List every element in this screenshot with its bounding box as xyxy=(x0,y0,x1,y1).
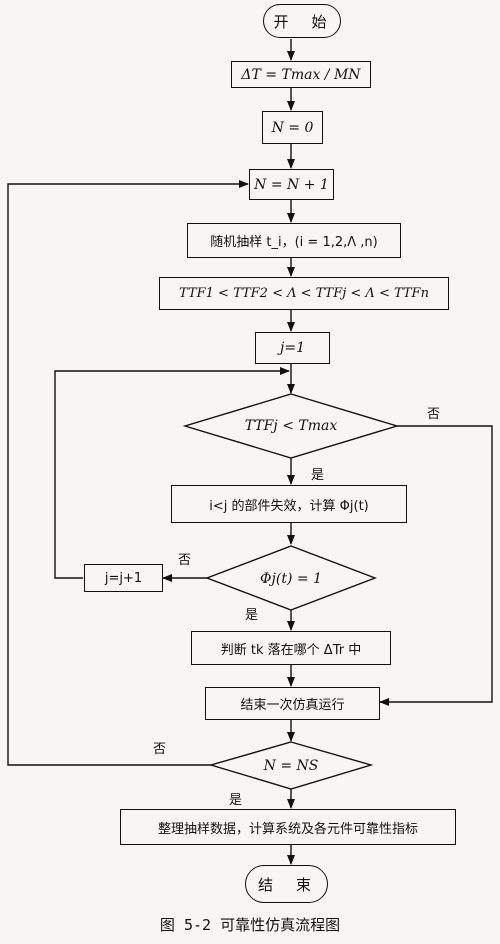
failure-box: i<j 的部件失效，计算 Φj(t) xyxy=(171,485,407,523)
ns-condition-label: N = NS xyxy=(263,758,319,774)
phi-condition-label: Φj(t) = 1 xyxy=(260,571,322,587)
diamond-phi-shape xyxy=(205,545,377,611)
yes-label-phi: 是 xyxy=(245,608,259,623)
failure-label: i<j 的部件失效，计算 Φj(t) xyxy=(209,498,369,514)
arrow-jinc-loop xyxy=(54,367,290,579)
j-init-label: j=1 xyxy=(280,340,305,356)
yes-label-ns: 是 xyxy=(229,793,243,808)
n-zero-label: N = 0 xyxy=(271,119,314,136)
diamond-ns-shape xyxy=(208,741,374,790)
ttf-condition-label: TTFj < Tmax xyxy=(244,418,338,434)
end-label: 结 束 xyxy=(257,875,315,894)
organize-box: 整理抽样数据，计算系统及各元件可靠性指标 xyxy=(120,809,456,845)
organize-label: 整理抽样数据，计算系统及各元件可靠性指标 xyxy=(157,821,418,837)
judge-label: 判断 tk 落在哪个 ΔTr 中 xyxy=(220,642,362,658)
end-terminal: 结 束 xyxy=(245,865,328,903)
n-increment-box: N = N + 1 xyxy=(249,169,334,200)
ttf-condition: TTFj < Tmax xyxy=(215,412,367,440)
arrow-cond-ns-no xyxy=(7,180,249,766)
figure-caption: 图 5-2 可靠性仿真流程图 xyxy=(159,916,341,934)
sort-box: TTF1 < TTF2 < Λ < TTFj < Λ < TTFn xyxy=(159,277,449,310)
n-zero-box: N = 0 xyxy=(262,111,323,144)
diamond-ttf-shape xyxy=(182,393,400,459)
end-run-label: 结束一次仿真运行 xyxy=(240,698,345,713)
end-run-box: 结束一次仿真运行 xyxy=(205,687,380,720)
start-label: 开 始 xyxy=(273,12,331,31)
j-init-box: j=1 xyxy=(255,332,330,364)
phi-condition: Φj(t) = 1 xyxy=(235,565,347,593)
j-increment-box: j=j+1 xyxy=(84,564,163,592)
yes-label-ttf: 是 xyxy=(311,468,325,483)
ns-condition: N = NS xyxy=(241,753,341,779)
sampling-box: 随机抽样 t_i，(i = 1,2,Λ ,n) xyxy=(187,223,401,258)
no-label-phi: 否 xyxy=(178,553,192,568)
sort-label: TTF1 < TTF2 < Λ < TTFj < Λ < TTFn xyxy=(179,286,429,301)
n-increment-label: N = N + 1 xyxy=(254,176,329,193)
judge-box: 判断 tk 落在哪个 ΔTr 中 xyxy=(191,631,391,665)
delta-t-box: ΔT = Tmax / MN xyxy=(231,61,371,88)
start-terminal: 开 始 xyxy=(263,4,341,38)
arrow-cond-ttf-no xyxy=(379,425,493,706)
no-label-ttf: 否 xyxy=(427,407,441,422)
delta-t-label: ΔT = Tmax / MN xyxy=(241,66,361,83)
j-increment-label: j=j+1 xyxy=(104,570,143,586)
sampling-label: 随机抽样 t_i，(i = 1,2,Λ ,n) xyxy=(210,235,378,250)
no-label-ns: 否 xyxy=(153,742,167,757)
